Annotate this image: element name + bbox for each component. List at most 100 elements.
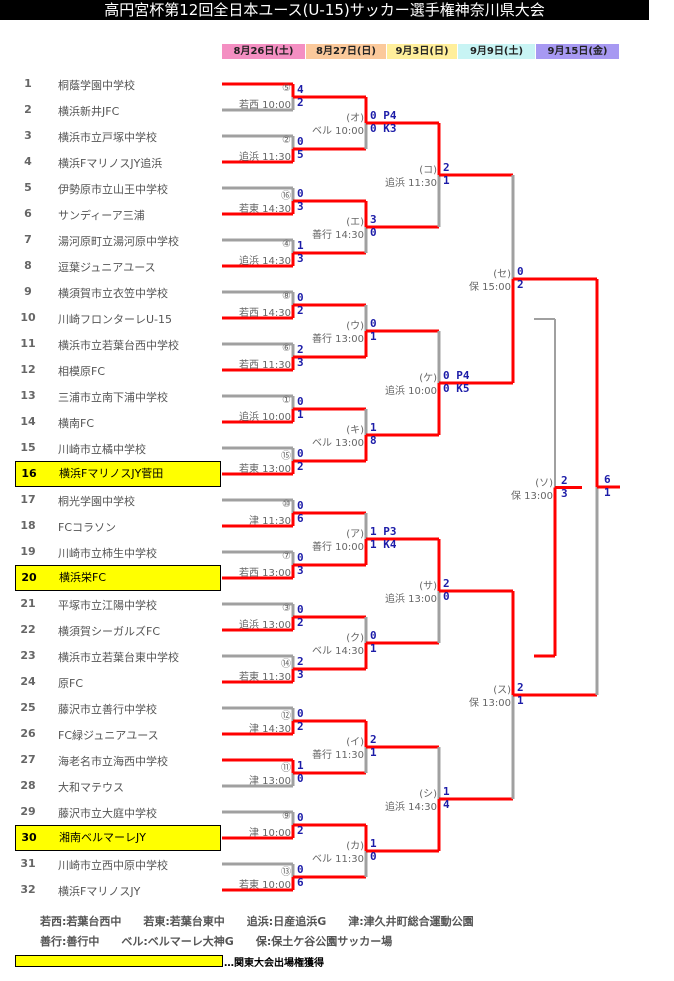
- team-name: 相模原FC: [58, 365, 106, 378]
- match-venue: 津 11:30: [249, 516, 291, 527]
- match-mark: (ア): [346, 529, 364, 540]
- match-score: 2: [297, 655, 304, 668]
- match-venue: 追浜 13:00: [239, 620, 291, 631]
- match-score: 0: [370, 850, 377, 863]
- match-mark: ⑭: [281, 659, 291, 670]
- match-score: 1: [297, 239, 304, 252]
- team-number: 26: [20, 727, 36, 740]
- match-score: 0: [297, 447, 304, 460]
- match-score: 2: [370, 733, 377, 746]
- team-number: 28: [20, 779, 36, 792]
- match-venue: 保 13:00: [469, 698, 511, 709]
- team-number: 29: [20, 805, 36, 818]
- team-number: 22: [20, 623, 36, 636]
- match-mark: (イ): [346, 737, 364, 748]
- match-score: 2: [297, 96, 304, 109]
- match-score: 0 P4: [370, 109, 397, 122]
- team-name: 横浜栄FC: [59, 571, 107, 584]
- team-number: 10: [20, 311, 36, 324]
- team-number: 20: [21, 571, 37, 584]
- match-score: 1 K4: [370, 538, 397, 551]
- match-score: 3: [297, 200, 304, 213]
- team-name: 藤沢市立善行中学校: [58, 703, 157, 716]
- team-name: 湯河原町立湯河原中学校: [58, 235, 179, 248]
- match-mark: ②: [282, 135, 291, 146]
- match-mark: (ス): [493, 685, 511, 696]
- match-venue: ベル 13:00: [312, 438, 364, 449]
- team-name: 横須賀シーガルズFC: [58, 625, 161, 638]
- match-venue: 若西 14:30: [239, 308, 291, 319]
- team-name: 川崎フロンターレU-15: [58, 313, 173, 326]
- match-mark: ⑫: [281, 711, 291, 722]
- match-score: 2: [517, 278, 524, 291]
- team-number: 14: [20, 415, 36, 428]
- match-score: 0: [370, 317, 377, 330]
- match-mark: (ソ): [535, 477, 553, 489]
- match-venue: 保 13:00: [511, 490, 553, 502]
- match-mark: ⑥: [282, 343, 291, 354]
- match-venue: 追浜 10:00: [239, 412, 291, 423]
- team-number: 5: [24, 181, 32, 194]
- team-name: FC緑ジュニアユース: [58, 729, 159, 742]
- match-venue: 若西 10:00: [239, 100, 291, 111]
- team-name: 伊勢原市立山王中学校: [58, 183, 168, 196]
- match-score: 2: [297, 616, 304, 629]
- date-header-2: 8月27日(日): [306, 44, 386, 59]
- match-score: 8: [370, 434, 377, 447]
- match-score: 1: [517, 694, 524, 707]
- team-number: 11: [20, 337, 36, 350]
- match-mark: (シ): [419, 789, 437, 800]
- match-venue: 若東 10:00: [239, 880, 291, 891]
- match-venue: ベル 11:30: [312, 854, 364, 865]
- team-number: 2: [24, 103, 32, 116]
- match-venue: 追浜 14:30: [239, 256, 291, 267]
- match-score: 0: [297, 187, 304, 200]
- team-name: 桐蔭学園中学校: [58, 79, 135, 92]
- match-score: 2: [297, 343, 304, 356]
- match-score: 1: [443, 174, 450, 187]
- match-venue: 追浜 14:30: [385, 802, 437, 813]
- match-mark: ④: [282, 239, 291, 250]
- team-number: 23: [20, 649, 36, 662]
- match-score: 0: [297, 772, 304, 785]
- team-name: サンディーア三浦: [58, 209, 145, 222]
- match-venue: 津 13:00: [249, 776, 291, 787]
- team-name: FCコラソン: [58, 521, 117, 534]
- match-score: 1: [370, 642, 377, 655]
- match-score: 3: [297, 252, 304, 265]
- match-score: 1: [370, 421, 377, 434]
- match-mark: ⑯: [281, 191, 291, 202]
- team-number: 27: [20, 753, 36, 766]
- team-name: 横浜FマリノスJY: [58, 885, 141, 898]
- match-mark: ⑩: [282, 499, 291, 510]
- team-number: 32: [20, 883, 36, 896]
- third-place-score: 2: [561, 473, 568, 487]
- match-score: 0: [370, 226, 377, 239]
- match-venue: 善行 14:30: [312, 230, 364, 241]
- team-number: 24: [20, 675, 36, 688]
- match-score: 2: [297, 460, 304, 473]
- match-score: 3: [297, 668, 304, 681]
- team-name: 大和マテウス: [58, 781, 124, 794]
- match-score: 0: [443, 590, 450, 603]
- match-score: 6: [297, 512, 304, 525]
- date-header-5: 9月15日(金): [536, 44, 619, 59]
- match-score: 3: [297, 356, 304, 369]
- match-venue: 若東 11:30: [239, 672, 291, 683]
- match-mark: (コ): [419, 165, 437, 176]
- team-name: 川崎市立柿生中学校: [58, 547, 157, 560]
- team-number: 31: [20, 857, 36, 870]
- match-score: 1: [297, 759, 304, 772]
- match-mark: (オ): [346, 113, 364, 124]
- date-header-4: 9月9日(土): [458, 44, 535, 59]
- match-venue: 追浜 11:30: [239, 152, 291, 163]
- match-score: 0: [297, 499, 304, 512]
- match-venue: 善行 13:00: [312, 334, 364, 345]
- team-name: 平塚市立江陽中学校: [58, 599, 157, 612]
- team-name: 桐光学園中学校: [58, 495, 135, 508]
- match-score: 0: [297, 135, 304, 148]
- match-score: 1: [443, 785, 450, 798]
- match-score: 0 P4: [443, 369, 470, 382]
- team-number: 18: [20, 519, 36, 532]
